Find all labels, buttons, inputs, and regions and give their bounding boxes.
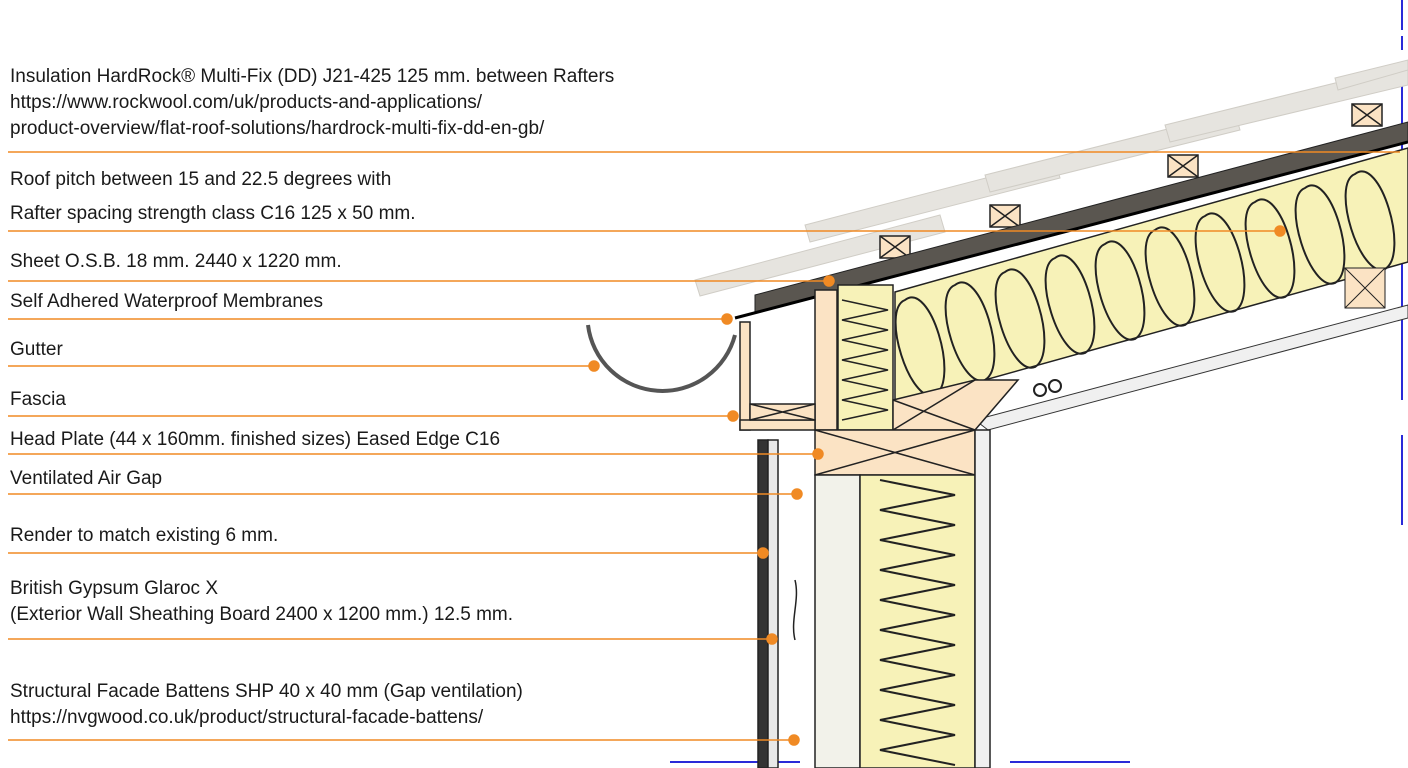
label-gutter: Gutter [10, 339, 63, 360]
insulation-url-1: https://www.rockwool.com/uk/products-and… [10, 92, 483, 113]
eaves-framing [739, 284, 1020, 476]
gypsum-title: British Gypsum Glaroc X [10, 578, 218, 599]
battens-title: Structural Facade Battens SHP 40 x 40 mm… [10, 681, 523, 702]
battens-url: https://nvgwood.co.uk/product/structural… [10, 707, 484, 728]
label-membrane: Self Adhered Waterproof Membranes [10, 291, 323, 312]
gutter [586, 324, 737, 393]
roof-insulation [894, 147, 1408, 406]
insulation-title: Insulation HardRock® Multi-Fix (DD) J21-… [10, 66, 615, 87]
osb-deck [754, 121, 1408, 314]
reference-lines [670, 0, 1403, 763]
insulation-url-2: product-overview/flat-roof-solutions/har… [10, 118, 545, 139]
label-insulation: Insulation HardRock® Multi-Fix (DD) J21-… [10, 64, 614, 142]
label-osb: Sheet O.S.B. 18 mm. 2440 x 1220 mm. [10, 251, 342, 272]
ceiling-board [973, 304, 1408, 431]
label-roof-pitch: Roof pitch between 15 and 22.5 degrees w… [10, 169, 392, 190]
label-battens: Structural Facade Battens SHP 40 x 40 mm… [10, 679, 523, 731]
leader-lines [8, 151, 1400, 746]
tile-battens [879, 103, 1383, 259]
label-gypsum: British Gypsum Glaroc X (Exterior Wall S… [10, 576, 513, 628]
label-rafter: Rafter spacing strength class C16 125 x … [10, 203, 416, 224]
label-fascia: Fascia [10, 389, 66, 410]
gypsum-detail: (Exterior Wall Sheathing Board 2400 x 12… [10, 604, 514, 625]
label-render: Render to match existing 6 mm. [10, 525, 279, 546]
label-head-plate: Head Plate (44 x 160mm. finished sizes) … [10, 429, 501, 450]
label-air-gap: Ventilated Air Gap [10, 468, 163, 489]
wall-section [757, 429, 991, 768]
